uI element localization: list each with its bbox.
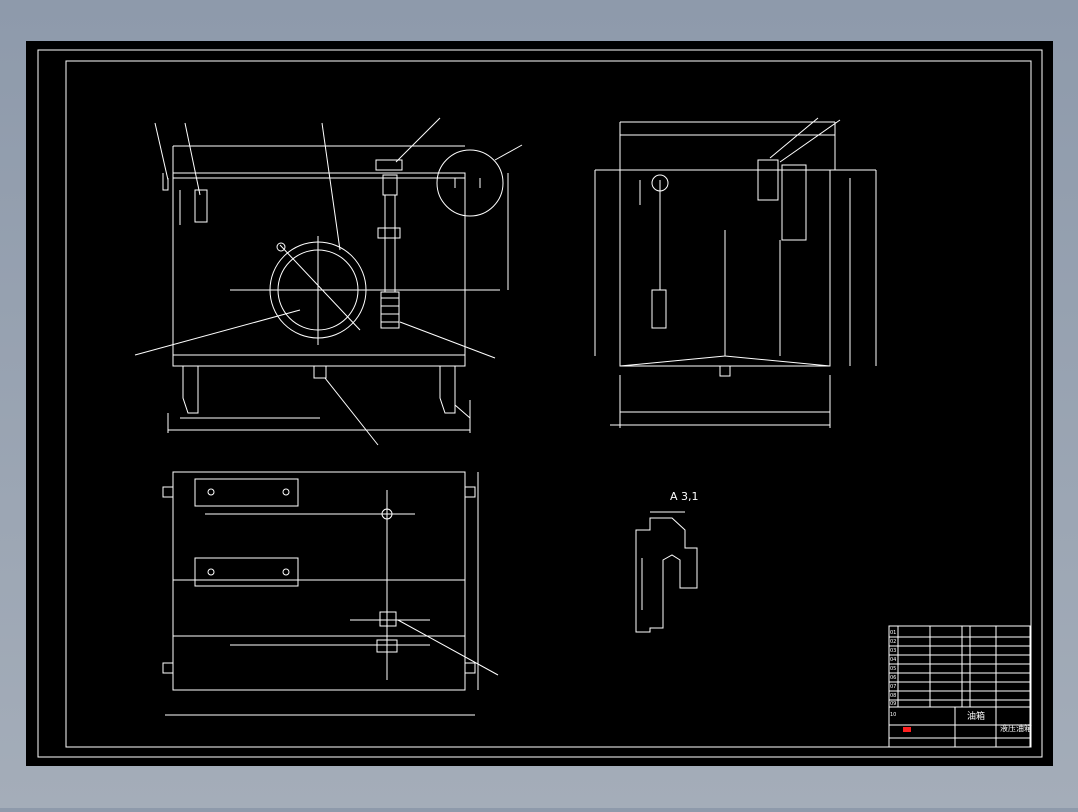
svg-text:07: 07 — [890, 684, 896, 690]
svg-text:06: 06 — [890, 675, 896, 681]
svg-text:08: 08 — [890, 693, 896, 699]
svg-text:10: 10 — [890, 712, 896, 718]
svg-text:09: 09 — [890, 701, 896, 707]
top-view — [162, 471, 499, 716]
title-block-rows: 01 02 03 04 05 06 07 08 09 10 — [890, 630, 896, 718]
svg-text:02: 02 — [890, 639, 896, 645]
outer-border — [37, 49, 1043, 758]
svg-text:05: 05 — [890, 666, 896, 672]
side-view — [594, 117, 877, 428]
title-block-red-mark — [903, 727, 911, 732]
inner-frame — [65, 60, 1032, 748]
drawing-title: 液压油箱 — [1000, 723, 1032, 733]
svg-text:01: 01 — [890, 630, 896, 636]
svg-text:03: 03 — [890, 648, 896, 654]
section-detail — [635, 511, 698, 633]
section-label: A 3,1 — [670, 490, 699, 503]
part-name: 油箱 — [967, 710, 985, 722]
front-view — [134, 117, 523, 446]
drawing-background — [26, 41, 1053, 766]
title-block — [888, 625, 1031, 748]
svg-text:04: 04 — [890, 657, 896, 663]
